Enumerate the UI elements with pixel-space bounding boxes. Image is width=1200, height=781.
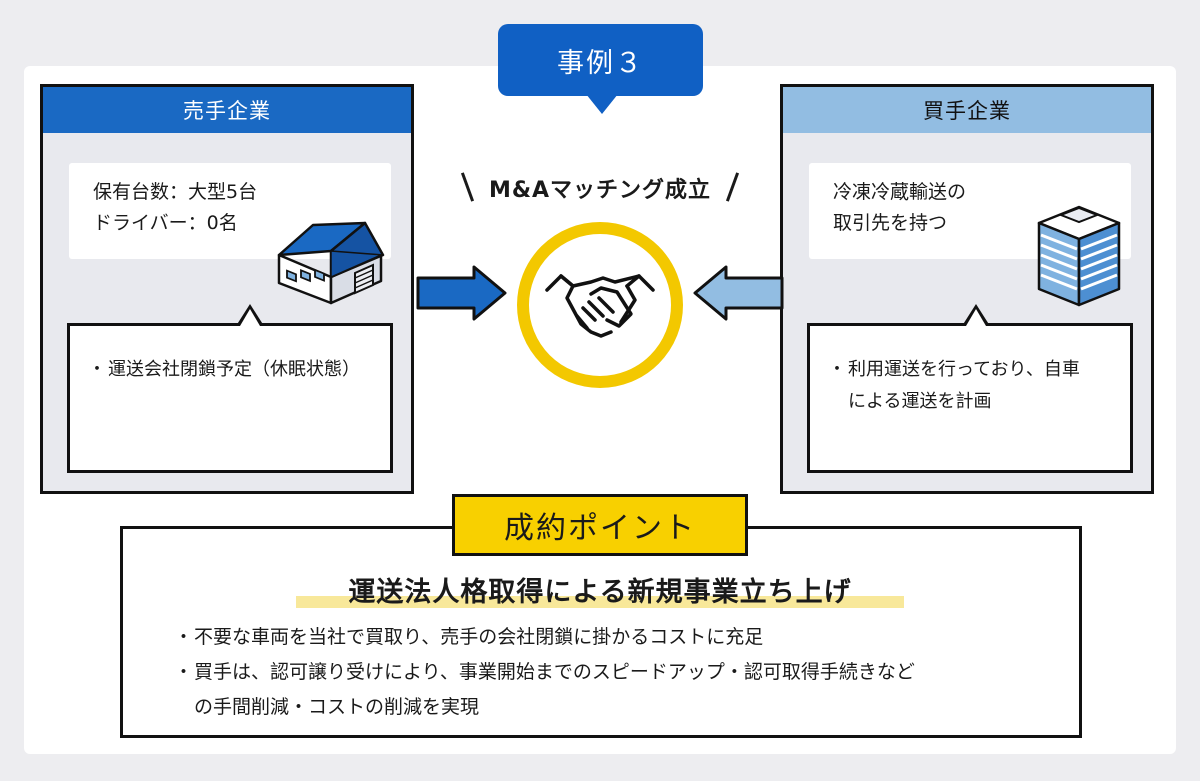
buyer-bubble-text: による運送を計画 (848, 391, 992, 412)
seller-bubble-text: 運送会社閉鎖予定（休眠状態） (108, 359, 360, 380)
points-item: ・ 買手は、認可譲り受けにより、事業開始までのスピードアップ・認可取得手続きなど (174, 655, 1054, 690)
handshake-circle (517, 222, 683, 388)
headline-highlight (296, 596, 904, 608)
case-label: 事例３ (498, 24, 703, 96)
case-label-pointer (586, 94, 618, 114)
seller-info-line: ドライバー：0名 (93, 212, 238, 234)
buyer-bubble: ・ 利用運送を行っており、自車 による運送を計画 (807, 304, 1133, 473)
points-item: ・ 不要な車両を当社で買取り、売手の会社閉鎖に掛かるコストに充足 (174, 620, 1054, 655)
points-box (120, 526, 1082, 738)
bullet: ・ (828, 359, 846, 380)
buyer-info-line: 取引先を持つ (833, 212, 948, 234)
bullet: ・ (174, 626, 194, 648)
matching-label: M&Aマッチング成立 (488, 178, 712, 203)
points-badge: 成約ポイント (452, 494, 748, 556)
handshake-icon (545, 274, 655, 338)
buyer-panel: 買手企業 冷凍冷蔵輸送の 取引先を持つ ・ 利用運送を行っており、自車 による運… (780, 84, 1154, 494)
points-item-text: の手間削減・コストの削減を実現 (194, 696, 480, 718)
buyer-info-line: 冷凍冷蔵輸送の (833, 181, 967, 203)
warehouse-icon (277, 221, 385, 305)
seller-bubble-tail (236, 304, 264, 326)
seller-bubble: ・ 運送会社閉鎖予定（休眠状態） (67, 304, 393, 473)
seller-info-line: 保有台数：大型5台 (93, 181, 258, 203)
bullet: ・ (88, 359, 106, 380)
arrow-right-icon (416, 265, 507, 321)
points-item-text: 買手は、認可譲り受けにより、事業開始までのスピードアップ・認可取得手続きなど (194, 661, 915, 683)
seller-panel: 売手企業 保有台数：大型5台 ドライバー：0名 ・ 運送会社閉鎖予定（休眠状態） (40, 84, 414, 494)
seller-title: 売手企業 (43, 87, 411, 133)
points-item-text: 不要な車両を当社で買取り、売手の会社閉鎖に掛かるコストに充足 (194, 626, 764, 648)
bullet: ・ (174, 661, 194, 683)
buyer-bubble-text: 利用運送を行っており、自車 (848, 359, 1080, 380)
arrow-left-icon (693, 265, 784, 321)
points-headline: 運送法人格取得による新規事業立ち上げ (348, 577, 852, 608)
buyer-title: 買手企業 (783, 87, 1151, 133)
points-list: ・ 不要な車両を当社で買取り、売手の会社閉鎖に掛かるコストに充足 ・ 買手は、認… (174, 620, 1054, 725)
buyer-bubble-tail (962, 304, 990, 326)
seller-bubble-item: ・ 運送会社閉鎖予定（休眠状態） (88, 354, 380, 386)
office-building-icon (1037, 205, 1121, 307)
buyer-bubble-item: ・ 利用運送を行っており、自車 (828, 354, 1120, 386)
